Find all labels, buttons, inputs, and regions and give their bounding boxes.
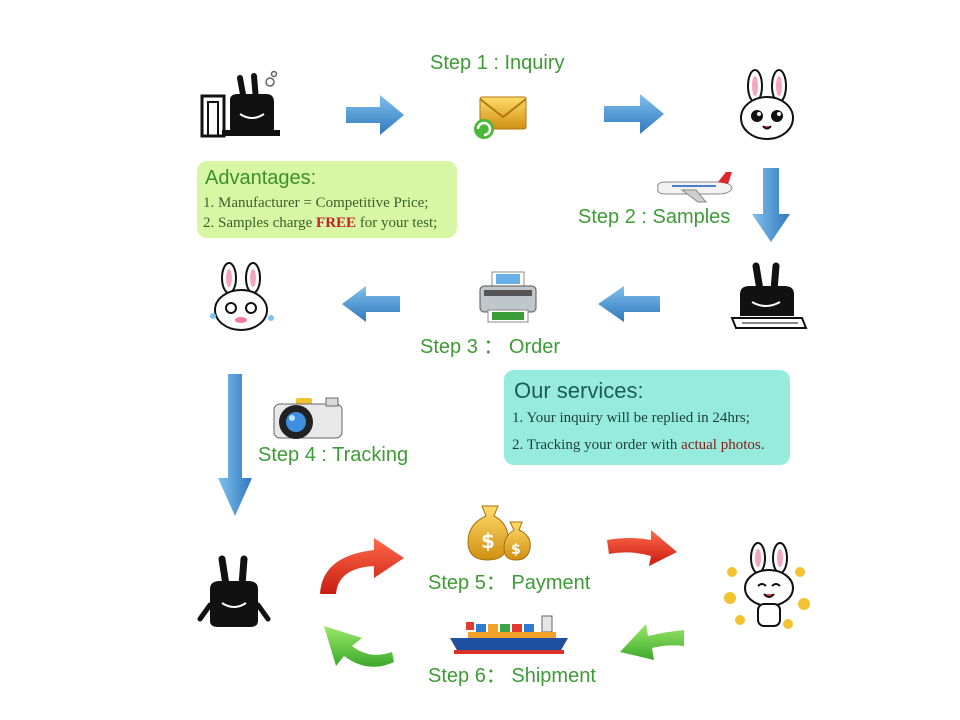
red-curved-arrow-1 — [320, 538, 404, 594]
arrow-right-2 — [604, 94, 664, 134]
arrow-down-left — [218, 374, 252, 516]
step2-label: Step 2 : Samples — [578, 206, 731, 228]
arrow-right-1 — [346, 95, 404, 135]
step5-label: Step 5： Payment — [428, 572, 591, 594]
envelope-icon — [474, 96, 527, 139]
advantages-line-1: 1. Manufacturer = Competitive Price; — [203, 195, 429, 211]
step1-label: Step 1 : Inquiry — [430, 52, 565, 74]
black-creature-computer-icon — [200, 70, 280, 138]
green-curved-arrow-2 — [324, 626, 394, 667]
services-actual-photos-highlight: actual photos — [681, 437, 761, 453]
black-creature-printer-icon — [730, 262, 808, 329]
black-creature-icon — [197, 555, 271, 627]
arrow-left-2 — [598, 286, 660, 322]
services-box: Our services: 1. Your inquiry will be re… — [504, 370, 790, 465]
bunny-crying-icon — [210, 262, 274, 331]
green-arrow-1 — [620, 624, 684, 660]
services-line-2-post: . — [760, 437, 765, 453]
bunny-icon — [740, 69, 794, 140]
step6-label: Step 6： Shipment — [428, 665, 596, 687]
services-line-2: 2. Tracking your order with actual photo… — [512, 437, 764, 454]
advantages-line-2: 2. Samples charge FREE for your test; — [203, 215, 437, 232]
advantages-free-highlight: FREE — [316, 215, 357, 231]
advantages-line-2-post: for your test; — [356, 215, 438, 231]
arrow-left-1 — [342, 286, 400, 322]
airplane-icon — [657, 172, 733, 203]
services-line-2-pre: 2. Tracking your order with — [512, 437, 682, 453]
money-bags-icon: $ $ — [467, 505, 531, 561]
advantages-title: Advantages: — [205, 167, 317, 189]
cargo-ship-icon — [450, 615, 568, 654]
camera-icon — [273, 397, 343, 439]
step4-label: Step 4 : Tracking — [258, 444, 409, 466]
svg-text:$: $ — [481, 529, 495, 553]
red-curved-arrow-2 — [607, 530, 677, 566]
printer-icon — [479, 271, 537, 323]
step3-label: Step 3 ： Order — [420, 336, 561, 358]
svg-text:$: $ — [511, 542, 521, 558]
services-title: Our services: — [514, 378, 644, 403]
services-line-1: 1. Your inquiry will be replied in 24hrs… — [512, 410, 750, 426]
bunny-happy-icon — [724, 542, 810, 629]
arrow-down-right — [752, 168, 790, 242]
advantages-line-2-pre: 2. Samples charge — [203, 215, 317, 231]
advantages-box: Advantages: 1. Manufacturer = Competitiv… — [197, 161, 457, 238]
